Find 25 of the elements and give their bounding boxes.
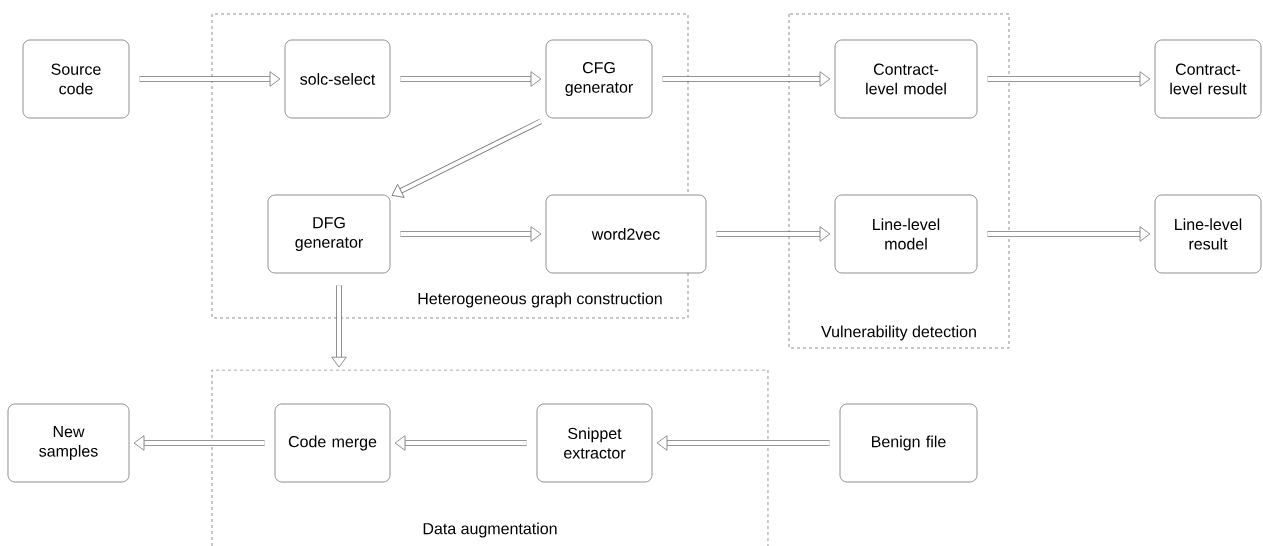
process-box: solc-select — [284, 39, 391, 119]
arrow — [656, 435, 830, 451]
process-box: CFG generator — [545, 39, 653, 119]
process-box: Code merge — [274, 403, 391, 483]
arrow — [987, 71, 1151, 87]
arrow — [400, 71, 542, 87]
arrow — [400, 226, 542, 242]
process-box: New samples — [7, 403, 130, 483]
process-box: Contract-level model — [834, 39, 978, 119]
arrow — [716, 226, 831, 242]
arrow — [662, 71, 831, 87]
process-box: Benign file — [839, 403, 978, 483]
arrow — [139, 71, 281, 87]
process-box: Line-level result — [1154, 194, 1262, 274]
process-box: DFG generator — [267, 194, 391, 274]
arrow — [331, 285, 347, 368]
arrow — [987, 226, 1151, 242]
arrow — [133, 435, 265, 451]
process-box: word2vec — [545, 194, 707, 274]
process-box: Source code — [22, 39, 130, 119]
process-box: Snippet extractor — [536, 403, 653, 483]
arrow — [394, 435, 527, 451]
arrow — [391, 118, 542, 198]
process-box: Contract-level result — [1154, 39, 1262, 119]
process-box: Line-level model — [834, 194, 978, 274]
